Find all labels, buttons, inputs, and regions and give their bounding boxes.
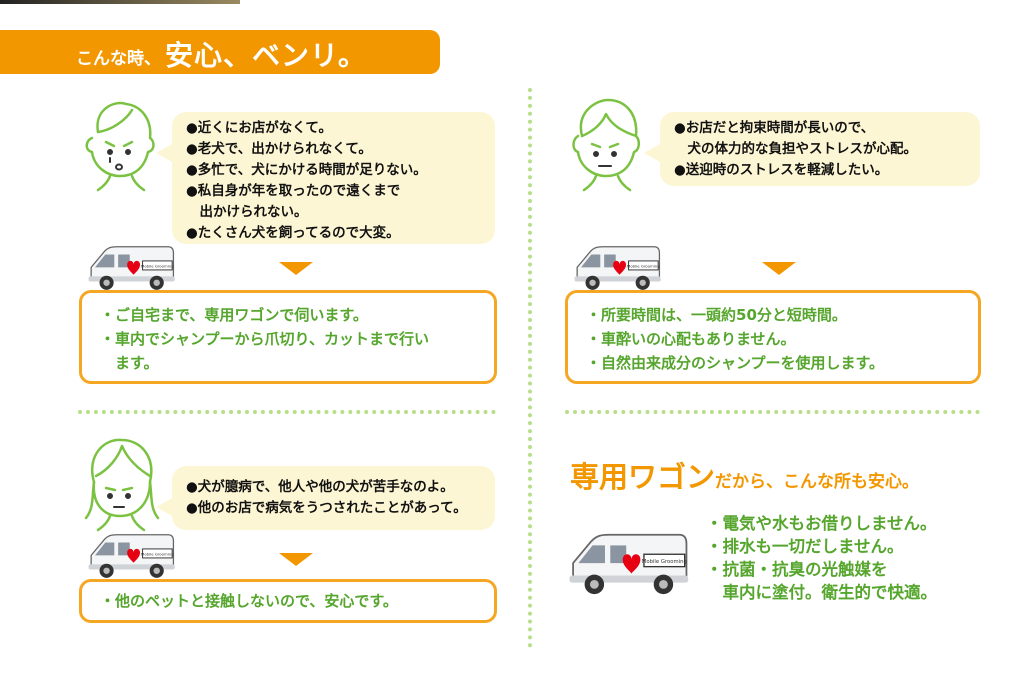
arrow-down-icon <box>762 262 796 275</box>
solution-item: ・自然由来成分のシャンプーを使用します。 <box>586 354 885 372</box>
concern-list-3: ●犬が臆病で、他人や他の犬が苦手なのよ。 ●他のお店で病気をうつされたことがあっ… <box>186 477 467 519</box>
solution-box-3: ・他のペットと接触しないので、安心です。 <box>79 579 497 623</box>
solution-item: ・車酔いの心配もありません。 <box>586 330 796 348</box>
concern-item: 出かけられない。 <box>186 204 308 220</box>
concern-item: ●お店だと拘束時間が長いので、 <box>674 120 875 136</box>
concern-item: ●老犬で、出かけられなくて。 <box>186 141 372 157</box>
horizontal-divider-left <box>78 410 496 414</box>
solution-box-2: ・所要時間は、一頭約50分と短時間。 ・車酔いの心配もありません。 ・自然由来成… <box>565 290 981 384</box>
concern-item: ●他のお店で病気をうつされたことがあって。 <box>186 500 467 516</box>
van-logo-text: Mobile Grooming <box>141 551 174 556</box>
concern-item: ●犬が臆病で、他人や他の犬が苦手なのよ。 <box>186 479 454 495</box>
concern-item: ●送迎時のストレスを軽減したい。 <box>674 162 889 178</box>
wagon-point: ・電気や水もお借りしません。 <box>706 514 937 533</box>
arrow-down-icon <box>279 262 313 275</box>
solution-item: ・所要時間は、一頭約50分と短時間。 <box>586 306 847 324</box>
horizontal-divider-right <box>565 410 980 414</box>
wagon-title-emphasis: 専用ワゴン <box>570 460 716 494</box>
header-emphasis: 安心、ベンリ。 <box>165 39 367 72</box>
van-logo-text: Mobile Grooming <box>627 263 660 268</box>
solution-list-2: ・所要時間は、一頭約50分と短時間。 ・車酔いの心配もありません。 ・自然由来成… <box>586 303 884 375</box>
concern-item: ●私自身が年を取ったので遠くまで <box>186 183 401 199</box>
solution-item: ・車内でシャンプーから爪切り、カットまで行い <box>100 330 429 348</box>
concern-bubble-2: ●お店だと拘束時間が長いので、 犬の体力的な負担やストレスが心配。 ●送迎時のス… <box>644 112 980 186</box>
solution-item: ・ご自宅まで、専用ワゴンで伺います。 <box>100 306 368 324</box>
concern-item: ●多忙で、犬にかける時間が足りない。 <box>186 162 427 178</box>
header-lead: こんな時、 <box>76 49 161 69</box>
van-icon: Mobile Grooming <box>88 246 175 290</box>
worried-person-icon <box>85 101 155 192</box>
arrow-down-icon <box>279 553 313 566</box>
wagon-point: ・排水も一切だしません。 <box>706 537 904 556</box>
wagon-points: ・電気や水もお借りしません。 ・排水も一切だしません。 ・抗菌・抗臭の光触媒を … <box>706 512 937 604</box>
solution-item: ます。 <box>100 354 159 372</box>
van-icon: Mobile Grooming <box>88 534 175 578</box>
van-icon: Mobile Grooming <box>574 246 661 290</box>
van-large-icon: Mobile Grooming <box>569 533 689 595</box>
wagon-title-rest: だから、こんな所も安心。 <box>715 472 920 492</box>
concern-list-1: ●近くにお店がなくて。 ●老犬で、出かけられなくて。 ●多忙で、犬にかける時間が… <box>186 118 427 244</box>
wagon-title: 専用ワゴンだから、こんな所も安心。 <box>570 454 919 496</box>
van-logo-text: Mobile Grooming <box>141 263 174 268</box>
solution-list-3: ・他のペットと接触しないので、安心です。 <box>100 589 398 613</box>
concern-list-2: ●お店だと拘束時間が長いので、 犬の体力的な負担やストレスが心配。 ●送迎時のス… <box>674 118 917 181</box>
concern-bubble-1: ●近くにお店がなくて。 ●老犬で、出かけられなくて。 ●多忙で、犬にかける時間が… <box>156 112 495 244</box>
vertical-divider <box>528 88 532 648</box>
top-accent-line <box>0 0 240 4</box>
anxious-person-icon <box>572 98 640 192</box>
solution-item: ・他のペットと接触しないので、安心です。 <box>100 592 398 610</box>
troubled-person-icon <box>84 438 160 532</box>
wagon-point: 車内に塗付。衛生的で快適。 <box>706 583 938 602</box>
concern-item: ●近くにお店がなくて。 <box>186 120 332 136</box>
van-logo-text: Mobile Grooming <box>642 559 687 565</box>
solution-box-1: ・ご自宅まで、専用ワゴンで伺います。 ・車内でシャンプーから爪切り、カットまで行… <box>79 290 497 384</box>
section-header: こんな時、 安心、ベンリ。 <box>0 30 440 74</box>
concern-item: 犬の体力的な負担やストレスが心配。 <box>674 141 917 157</box>
concern-item: ●たくさん犬を飼ってるので大変。 <box>186 225 400 241</box>
solution-list-1: ・ご自宅まで、専用ワゴンで伺います。 ・車内でシャンプーから爪切り、カットまで行… <box>100 303 429 375</box>
concern-bubble-3: ●犬が臆病で、他人や他の犬が苦手なのよ。 ●他のお店で病気をうつされたことがあっ… <box>156 466 495 530</box>
wagon-point: ・抗菌・抗臭の光触媒を <box>706 560 888 579</box>
